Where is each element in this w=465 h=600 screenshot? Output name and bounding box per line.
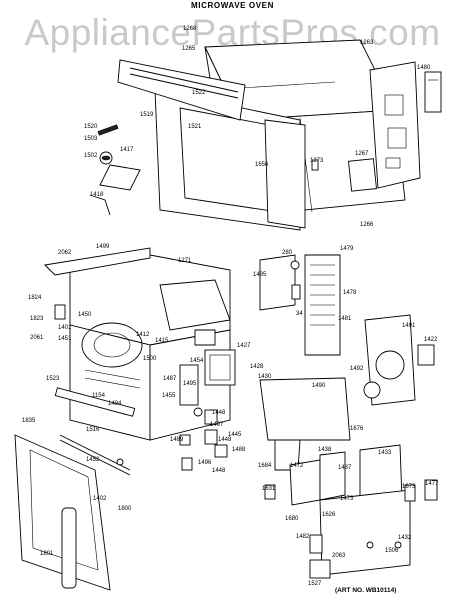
label-1432: 1432: [398, 535, 412, 541]
label-1428: 1428: [250, 364, 264, 370]
label-1477: 1477: [425, 481, 439, 487]
label-1445: 1445: [228, 432, 242, 438]
label-1438: 1438: [318, 447, 332, 453]
label-1455: 1455: [162, 393, 176, 399]
label-1488: 1488: [232, 447, 246, 453]
label-1473: 1473: [340, 496, 354, 502]
interlock-parts: [89, 124, 141, 216]
label-1519: 1519: [140, 112, 154, 118]
label-34: 34: [296, 311, 303, 317]
label-1482: 1482: [296, 534, 310, 540]
label-1401: 1401: [58, 325, 72, 331]
label-1494: 1494: [108, 401, 122, 407]
label-1430: 1430: [258, 374, 272, 380]
label-1522: 1522: [192, 90, 206, 96]
label-2063: 2063: [332, 553, 346, 559]
rear-panel: [369, 61, 442, 189]
label-1450: 1450: [78, 312, 92, 318]
label-1520: 1520: [84, 124, 98, 130]
label-1427: 1427: [237, 343, 251, 349]
label-1448: 1448: [212, 410, 226, 416]
label-1490: 1490: [312, 383, 326, 389]
switches: [179, 409, 228, 471]
label-1499: 1499: [96, 244, 110, 250]
label-1402: 1402: [93, 496, 107, 502]
label-1680: 1680: [285, 516, 299, 522]
label-1417: 1417: [120, 147, 134, 153]
label-1271: 1271: [178, 258, 192, 264]
label-1263: 1263: [360, 40, 374, 46]
label-1437: 1437: [338, 465, 352, 471]
label-1422: 1422: [424, 337, 438, 343]
label-1656: 1656: [255, 162, 269, 168]
label-1496: 1496: [198, 460, 212, 466]
label-1454: 1454: [190, 358, 204, 364]
label-1433: 1433: [378, 450, 392, 456]
blower-assembly: [363, 314, 435, 406]
label-1495: 1495: [183, 381, 197, 387]
label-1500: 1500: [143, 356, 157, 362]
label-1452: 1452: [86, 457, 100, 463]
label-2062: 2062: [58, 250, 72, 256]
label-1800: 1800: [118, 506, 132, 512]
label-1481: 1481: [338, 316, 352, 322]
label-1479: 1479: [340, 246, 354, 252]
label-1268: 1268: [183, 26, 197, 32]
label-1631: 1631: [262, 486, 276, 492]
label-1265: 1265: [182, 46, 196, 52]
label-1684: 1684: [258, 463, 272, 469]
label-1415: 1415: [155, 338, 169, 344]
label-1491: 1491: [402, 323, 416, 329]
label-1485: 1485: [253, 272, 267, 278]
door-assembly: [14, 434, 131, 591]
label-1503: 1503: [84, 136, 98, 142]
label-1273: 1273: [310, 158, 324, 164]
label-1523: 1523: [46, 376, 60, 382]
label-1418: 1418: [90, 192, 104, 198]
label-1626: 1626: [322, 512, 336, 518]
label-1502: 1502: [84, 153, 98, 159]
label-1448c: 1448: [212, 468, 226, 474]
label-1489: 1489: [170, 437, 184, 443]
label-1801: 1801: [40, 551, 54, 557]
label-2061: 2061: [30, 335, 44, 341]
label-1154: 1154: [92, 393, 106, 399]
label-280: 280: [282, 250, 293, 256]
door-hardware: [54, 387, 136, 466]
label-1823: 1823: [30, 316, 44, 322]
diagram-title: MICROWAVE OVEN: [191, 1, 274, 10]
label-1835: 1835: [22, 418, 36, 424]
label-1673: 1673: [402, 484, 416, 490]
label-1527: 1527: [308, 581, 322, 587]
label-1824: 1824: [28, 295, 42, 301]
fan-duct: [259, 254, 351, 441]
art-number: (ART NO. WB10114): [335, 587, 397, 594]
label-1412: 1412: [136, 332, 150, 338]
front-frame: [117, 59, 306, 231]
label-1451: 1451: [58, 336, 72, 342]
label-1478: 1478: [343, 290, 357, 296]
label-1480: 1480: [417, 65, 431, 71]
label-1266: 1266: [360, 222, 374, 228]
label-1506: 1506: [385, 548, 399, 554]
label-1472: 1472: [290, 463, 304, 469]
label-1516: 1516: [86, 427, 100, 433]
label-1521: 1521: [188, 124, 202, 130]
label-1492: 1492: [350, 366, 364, 372]
magnetron: [179, 349, 236, 417]
label-1487: 1487: [163, 376, 177, 382]
control-panel: [264, 439, 438, 579]
label-1448b: 1448: [218, 437, 232, 443]
label-1267: 1267: [355, 151, 369, 157]
label-1497: 1497: [210, 422, 224, 428]
label-1676: 1676: [350, 426, 364, 432]
